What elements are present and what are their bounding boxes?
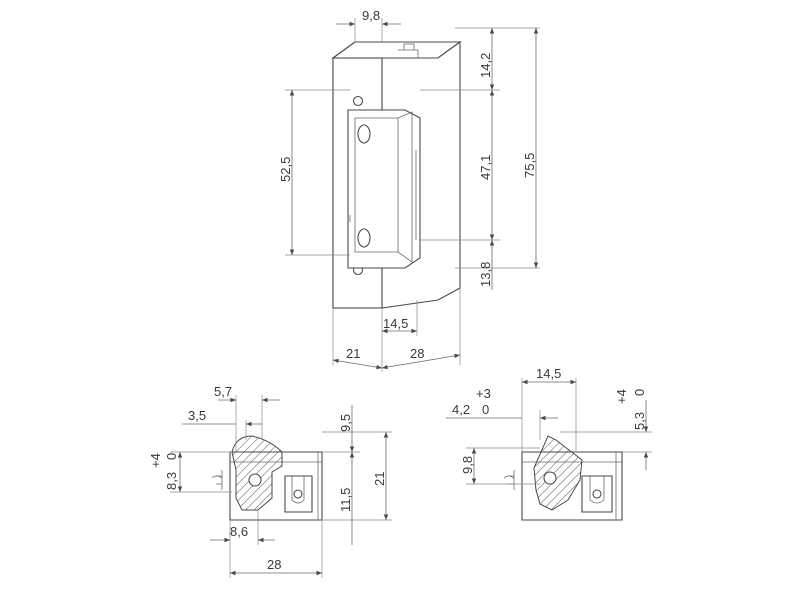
latch-lip [397, 111, 413, 263]
dim-left-lower-height: 11,5 [338, 488, 353, 512]
section-left: 5,7 3,5 +4 0 8,3 9,5 11,5 21 8,6 [148, 384, 392, 578]
dim-left-inner-width: 8,6 [230, 524, 248, 539]
dim-left-adjust-height: 8,3 [164, 472, 179, 490]
dim-plate-width: 21 [346, 346, 360, 361]
section-left-latch [231, 435, 283, 511]
dim-left-total-width: 28 [267, 557, 281, 572]
dim-strike-length: 52,5 [278, 157, 293, 182]
top-screw-hole [352, 95, 364, 107]
dim-right-height: 9,8 [460, 456, 475, 474]
latch-roller-top [357, 124, 371, 144]
dim-body-width: 28 [410, 346, 424, 361]
latch-plate [347, 109, 421, 269]
dim-lip-width: 14,5 [383, 316, 408, 331]
dim-left-adjust-zero: 0 [164, 453, 179, 460]
section-right: 14,5 +3 4,2 0 +4 0 5,3 9,8 [446, 366, 652, 521]
dim-left-small-width: 3,5 [188, 408, 206, 423]
top-tab [398, 43, 419, 58]
dim-left-adjust-plus: +4 [148, 453, 163, 468]
dim-total-length: 75,5 [522, 153, 537, 178]
dim-top-offset: 14,2 [478, 53, 493, 78]
dim-right-top-width: 14,5 [536, 366, 561, 381]
front-view: 9,8 52,5 14,2 47,1 13,8 75,5 14,5 21 [278, 8, 540, 372]
dim-right-adjust-plus-b: +4 [614, 389, 629, 404]
dim-left-upper-height: 9,5 [338, 414, 353, 432]
dim-right-adjust-plus-a: +3 [476, 386, 491, 401]
dim-right-adjust-zero-b: 0 [632, 389, 647, 396]
section-right-latch [533, 435, 583, 511]
dim-top-width: 9,8 [362, 8, 380, 23]
dim-bottom-offset: 13,8 [478, 262, 493, 287]
dim-right-adjust-value-a: 4,2 [452, 402, 470, 417]
dim-left-top-width: 5,7 [214, 384, 232, 399]
dim-middle-length: 47,1 [478, 155, 493, 180]
dim-right-adjust-value-b: 5,3 [632, 412, 647, 430]
latch-roller-bottom [357, 228, 371, 248]
dim-left-total-height: 21 [372, 472, 387, 486]
dim-right-adjust-zero-a: 0 [482, 402, 489, 417]
